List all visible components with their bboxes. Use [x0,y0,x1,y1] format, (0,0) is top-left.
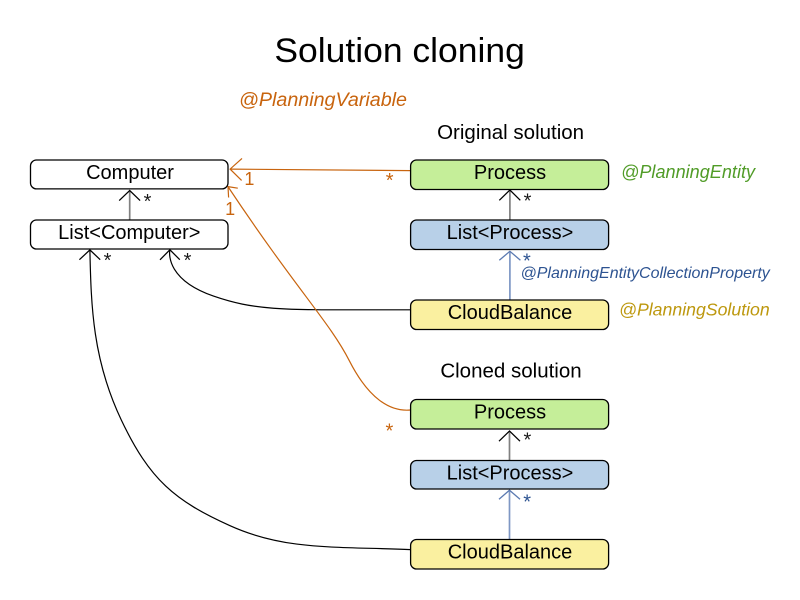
svg-text:Cloned solution: Cloned solution [440,360,581,383]
svg-text:*: * [386,420,394,442]
svg-text:Process: Process [474,162,546,184]
svg-text:*: * [523,491,531,513]
svg-text:*: * [184,250,192,272]
svg-text:List<Process>: List<Process> [447,222,574,244]
svg-text:@PlanningEntityCollectionPrope: @PlanningEntityCollectionProperty [521,265,771,282]
svg-text:Process: Process [474,401,546,423]
svg-text:Original solution: Original solution [437,121,584,144]
svg-text:CloudBalance: CloudBalance [448,541,573,563]
svg-text:List<Computer>: List<Computer> [58,222,200,244]
svg-text:Computer: Computer [86,162,174,184]
svg-text:CloudBalance: CloudBalance [448,302,573,324]
svg-text:@PlanningEntity: @PlanningEntity [621,162,756,182]
svg-text:List<Process>: List<Process> [447,462,574,484]
svg-text:*: * [104,250,112,272]
svg-text:@PlanningSolution: @PlanningSolution [619,299,770,319]
svg-text:Solution cloning: Solution cloning [274,32,525,70]
svg-text:1: 1 [244,169,254,189]
svg-text:*: * [524,430,532,452]
svg-text:*: * [386,170,394,192]
svg-text:*: * [524,191,532,213]
svg-text:*: * [144,191,152,213]
svg-text:*: * [523,251,531,273]
svg-text:@PlanningVariable: @PlanningVariable [239,89,407,111]
svg-text:1: 1 [225,199,235,219]
